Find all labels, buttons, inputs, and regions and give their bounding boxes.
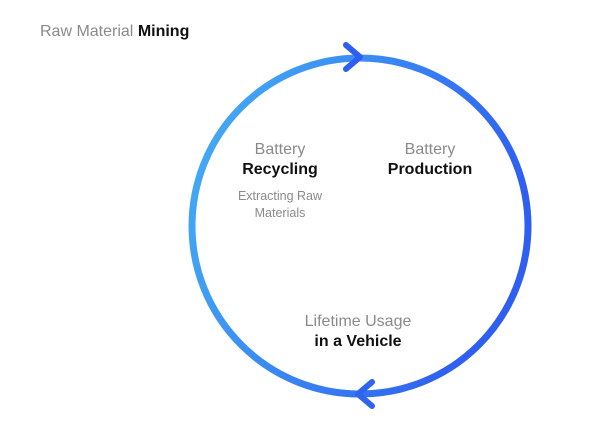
bottom-arrowhead (355, 379, 375, 409)
top-arrowhead (343, 42, 363, 72)
recycling-label-line2: Recycling (242, 161, 318, 178)
usage-label: Lifetime Usage in a Vehicle (288, 312, 428, 352)
production-label: Battery Production (370, 140, 490, 180)
mining-label: Raw Material Mining (40, 22, 189, 42)
usage-label-line1: Lifetime Usage (304, 313, 412, 330)
production-label-line1: Battery (404, 141, 456, 158)
mining-label-prefix: Raw Material (40, 23, 134, 40)
production-label-line2: Production (387, 161, 473, 178)
mining-label-emphasis: Mining (137, 23, 190, 40)
recycling-label-line1: Battery (254, 141, 306, 158)
usage-label-line2: in a Vehicle (314, 333, 402, 350)
recycling-label: Battery Recycling (218, 140, 342, 180)
recycling-sublabel: Extracting Raw Materials (237, 189, 323, 220)
